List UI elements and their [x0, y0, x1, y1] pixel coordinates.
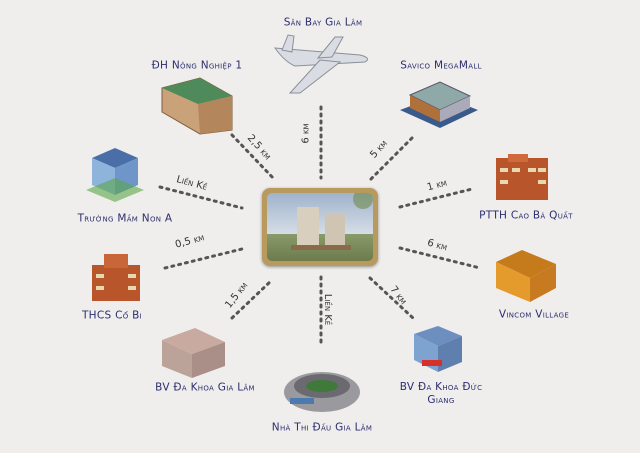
hospital-gialam-building-icon [162, 328, 225, 378]
label-stadium: Nhà Thi Đấu Gia Lâm [271, 421, 373, 434]
project-photo [262, 188, 378, 266]
line-university [230, 133, 277, 182]
label-university: ĐH Nông Nghiệp 1 [151, 59, 243, 72]
line-mall [368, 136, 414, 182]
highschool-building-icon [496, 154, 548, 200]
distance-airport: 6 km [300, 123, 312, 144]
apartment-towers-image [291, 193, 373, 250]
label-vincom: Vincom Village [498, 308, 570, 321]
mall-building-icon [400, 81, 478, 128]
line-hospital-ducgiang [368, 276, 415, 320]
label-kindergarten: Trường Mầm Non A [77, 212, 173, 225]
label-hospital-ducgiang: BV Đa Khoa Đức Giang [399, 381, 483, 406]
airplane-icon [273, 34, 369, 94]
hospital-ducgiang-building-icon [414, 326, 462, 372]
label-middleschool: THCS Cổ Bi [81, 309, 143, 322]
line-hospital-gialam [230, 278, 274, 320]
line-kindergarten [158, 185, 244, 210]
label-highschool: PTTH Cao Bá Quất [479, 209, 573, 222]
line-middleschool [163, 246, 248, 270]
middleschool-building-icon [92, 254, 140, 301]
label-hospital-gialam: BV Đa Khoa Gia Lâm [155, 381, 255, 394]
line-vincom [398, 246, 482, 270]
vincom-building-icon [496, 250, 556, 302]
university-building-icon [161, 77, 233, 135]
line-highschool [398, 187, 474, 209]
label-mall: Savico MegaMall [400, 59, 482, 72]
stadium-icon [284, 372, 360, 412]
distance-stadium: Liền Kề [322, 293, 334, 326]
kindergarten-building-icon [86, 148, 144, 202]
label-airport: Sân Bay Gia Lâm [283, 16, 363, 29]
